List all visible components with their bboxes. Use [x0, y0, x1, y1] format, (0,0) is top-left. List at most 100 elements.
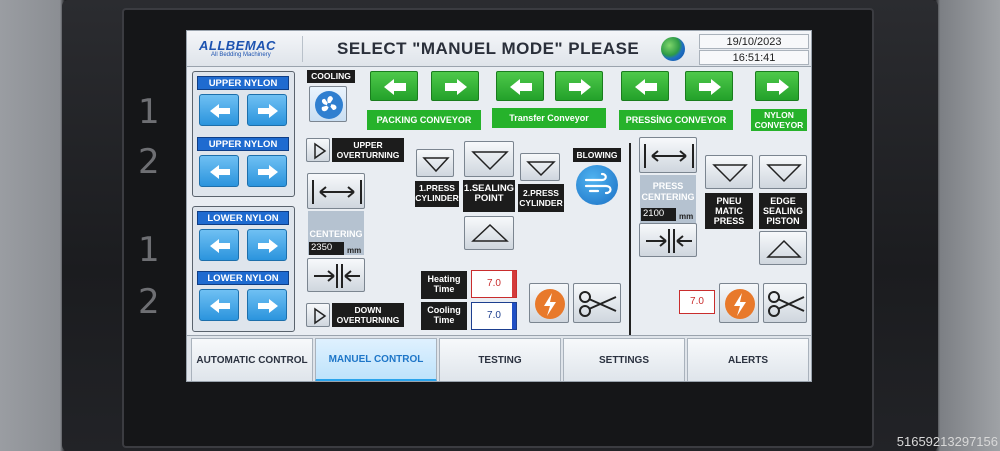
- cooling-time-label: Cooling Time: [421, 302, 467, 330]
- arrow-left-icon: [510, 79, 532, 95]
- cut-button[interactable]: [573, 283, 621, 323]
- heat-button[interactable]: [529, 283, 569, 323]
- lower-nylon-1-right-button[interactable]: [247, 229, 287, 261]
- triangle-down-icon: [526, 161, 556, 177]
- arrow-right-icon: [258, 165, 278, 179]
- arrow-right-icon: [569, 79, 591, 95]
- cooling-time-value[interactable]: 7.0: [471, 302, 517, 330]
- packing-conveyor-label: PACKING CONVEYOR: [367, 110, 481, 130]
- heating-time-label: Heating Time: [421, 271, 467, 299]
- lightning-icon: [535, 289, 565, 319]
- pressing-conveyor-right-button[interactable]: [685, 71, 733, 101]
- arrow-right-icon: [258, 104, 278, 118]
- collapse-arrows-icon: [646, 229, 692, 253]
- lower-nylon-2-right-button[interactable]: [247, 289, 287, 321]
- pressing-conveyor-label: PRESSİNG CONVEYOR: [619, 110, 733, 130]
- heating-indicator: [512, 271, 516, 297]
- lower-nylon-2-left-button[interactable]: [199, 289, 239, 321]
- arrow-left-icon: [384, 79, 406, 95]
- down-overturning-label: DOWN OVERTURNING: [332, 303, 404, 327]
- transfer-conveyor-right-button[interactable]: [555, 71, 603, 101]
- press-centering-close-button[interactable]: [639, 223, 697, 257]
- pneumatic-press-label: PNEU MATIC PRESS: [705, 193, 753, 229]
- pressing-conveyor-left-button[interactable]: [621, 71, 669, 101]
- down-overturning-button[interactable]: [306, 303, 330, 327]
- sealing-point-label: 1.SEALING POINT: [463, 180, 515, 212]
- triangle-down-icon: [471, 151, 509, 171]
- upper-nylon-2-left-button[interactable]: [199, 155, 239, 187]
- brand-logo: ALLBEMAC All Bedding Machinery: [193, 36, 303, 62]
- pneumatic-press-down-button[interactable]: [705, 155, 753, 189]
- nylon-conveyor-right-button[interactable]: [755, 71, 799, 101]
- expand-arrows-icon: [644, 144, 694, 168]
- play-icon: [314, 142, 327, 160]
- upper-nylon-1-label: UPPER NYLON: [197, 76, 289, 90]
- upper-nylon-2-label: UPPER NYLON: [197, 137, 289, 151]
- transfer-conveyor-label: Transfer Conveyor: [492, 108, 606, 128]
- play-icon: [314, 307, 327, 325]
- upper-overturning-button[interactable]: [306, 138, 330, 162]
- lower-nylon-2-label: LOWER NYLON: [197, 271, 289, 285]
- upper-nylon-1-left-button[interactable]: [199, 94, 239, 126]
- side-number: 1: [138, 92, 160, 132]
- tab-testing[interactable]: TESTING: [439, 338, 561, 381]
- scissors-icon: [579, 291, 617, 317]
- lower-nylon-1-left-button[interactable]: [199, 229, 239, 261]
- upper-nylon-1-right-button[interactable]: [247, 94, 287, 126]
- press-cylinder-1-down-button[interactable]: [416, 149, 454, 177]
- collapse-arrows-icon: [314, 264, 360, 288]
- centering-close-button[interactable]: [307, 258, 365, 292]
- arrow-right-icon: [699, 79, 721, 95]
- side-number: 2: [138, 142, 160, 182]
- arrow-left-icon: [210, 104, 230, 118]
- packing-conveyor-left-button[interactable]: [370, 71, 418, 101]
- wind-icon: [584, 172, 612, 195]
- sealing-point-up-button[interactable]: [464, 216, 514, 250]
- transfer-conveyor-left-button[interactable]: [496, 71, 544, 101]
- tab-automatic-control[interactable]: AUTOMATIC CONTROL: [191, 338, 313, 381]
- press-centering-open-button[interactable]: [639, 137, 697, 173]
- tab-settings[interactable]: SETTINGS: [563, 338, 685, 381]
- right-heat-button[interactable]: [719, 283, 759, 323]
- header-bar: ALLBEMAC All Bedding Machinery SELECT "M…: [187, 31, 811, 67]
- arrow-right-icon: [258, 299, 278, 313]
- edge-sealing-label: EDGE SEALING PISTON: [759, 193, 807, 229]
- arrow-left-icon: [210, 299, 230, 313]
- cooling-fan-button[interactable]: [309, 86, 347, 122]
- blowing-button[interactable]: [576, 165, 618, 205]
- fan-icon: [315, 91, 343, 119]
- right-cut-button[interactable]: [763, 283, 807, 323]
- press-cylinder-2-label: 2.PRESS CYLINDER: [518, 184, 564, 212]
- arrow-right-icon: [445, 79, 467, 95]
- right-time-value[interactable]: 7.0: [679, 290, 715, 314]
- hmi-screen: ALLBEMAC All Bedding Machinery SELECT "M…: [186, 30, 812, 382]
- watermark: 51659213297156: [896, 434, 998, 449]
- arrow-left-icon: [210, 239, 230, 253]
- globe-icon[interactable]: [661, 37, 685, 61]
- upper-nylon-2-right-button[interactable]: [247, 155, 287, 187]
- centering-value[interactable]: 2350: [309, 242, 344, 255]
- bottom-tab-bar: AUTOMATIC CONTROL MANUEL CONTROL TESTING…: [187, 335, 811, 381]
- page-title: SELECT "MANUEL MODE" PLEASE: [337, 39, 640, 58]
- lightning-icon: [725, 289, 755, 319]
- side-number: 2: [138, 282, 160, 322]
- upper-overturning-label: UPPER OVERTURNING: [332, 138, 404, 162]
- lower-nylon-1-label: LOWER NYLON: [197, 211, 289, 225]
- tab-manuel-control[interactable]: MANUEL CONTROL: [315, 338, 437, 381]
- heating-time-value[interactable]: 7.0: [471, 270, 517, 298]
- centering-label: CENTERING: [309, 229, 363, 239]
- nylon-conveyor-label: NYLON CONVEYOR: [751, 109, 807, 131]
- press-cylinder-2-down-button[interactable]: [520, 153, 560, 181]
- triangle-down-icon: [712, 164, 748, 183]
- press-centering-label: PRESS CENTERING: [641, 181, 695, 202]
- edge-sealing-up-button[interactable]: [759, 231, 807, 265]
- date-display: 19/10/2023: [699, 34, 809, 49]
- triangle-down-icon: [422, 157, 450, 173]
- press-centering-value[interactable]: 2100: [641, 208, 676, 221]
- packing-conveyor-right-button[interactable]: [431, 71, 479, 101]
- tab-alerts[interactable]: ALERTS: [687, 338, 809, 381]
- edge-sealing-down-button[interactable]: [759, 155, 807, 189]
- sealing-point-down-button[interactable]: [464, 141, 514, 177]
- press-cylinder-1-label: 1.PRESS CYLINDER: [415, 181, 459, 207]
- centering-open-button[interactable]: [307, 173, 365, 209]
